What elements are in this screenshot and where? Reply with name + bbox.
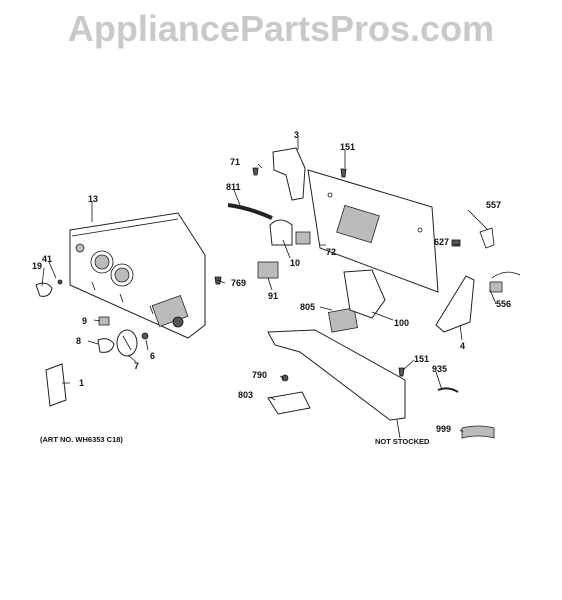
- bracket-part-3: [272, 147, 306, 201]
- callout-13: 13: [88, 194, 98, 204]
- booklet-part-1: [45, 363, 67, 407]
- rear-cover-not-stocked: [267, 329, 406, 421]
- callout-71: 71: [230, 157, 240, 167]
- screw-part-71: [252, 167, 259, 176]
- callout-790: 790: [252, 370, 267, 380]
- callout-935: 935: [432, 364, 447, 374]
- watermark-text: AppliancePartsPros.com: [67, 8, 495, 49]
- callout-7: 7: [134, 361, 139, 371]
- callout-803: 803: [238, 390, 253, 400]
- callout-3: 3: [294, 130, 299, 140]
- part-557: [479, 227, 495, 249]
- part-803: [267, 391, 311, 415]
- end-cap-part-4: [435, 275, 475, 333]
- callout-72: 72: [326, 247, 336, 257]
- callout-41: 41: [42, 254, 52, 264]
- leader-lines: [41, 138, 497, 439]
- timer-part-10: [269, 219, 311, 246]
- part-999: [461, 425, 495, 439]
- control-panel-part-13: [69, 212, 206, 339]
- switch-part-91: [257, 261, 279, 279]
- callout-151-bottom: 151: [414, 354, 429, 364]
- callout-19: 19: [32, 261, 42, 271]
- callout-9: 9: [82, 316, 87, 326]
- callout-91: 91: [268, 291, 278, 301]
- callout-811: 811: [226, 182, 241, 192]
- part-627: [451, 239, 461, 247]
- callout-8: 8: [76, 336, 81, 346]
- part-790: [281, 374, 289, 382]
- screw-part-151-bottom: [398, 367, 405, 377]
- dial-part-7: [116, 329, 138, 357]
- callout-151-top: 151: [340, 142, 355, 152]
- callout-805: 805: [300, 302, 315, 312]
- callout-627: 627: [434, 237, 449, 247]
- not-stocked-label: NOT STOCKED: [375, 437, 430, 446]
- part-100: [343, 269, 386, 319]
- callout-6: 6: [150, 351, 155, 361]
- screw-part-151-top: [340, 168, 347, 178]
- part-556: [489, 271, 521, 293]
- knob-part-19: [35, 279, 63, 297]
- art-number-note: (ART NO. WH6353 C18): [40, 435, 123, 444]
- callout-1: 1: [79, 378, 84, 388]
- callout-4: 4: [460, 341, 465, 351]
- screw-part-6: [141, 332, 149, 340]
- callout-10: 10: [290, 258, 300, 268]
- callout-999: 999: [436, 424, 451, 434]
- callout-556: 556: [496, 299, 511, 309]
- part-935: [437, 387, 459, 393]
- callout-557: 557: [486, 200, 501, 210]
- knob-part-8: [97, 338, 115, 353]
- callout-100: 100: [394, 318, 409, 328]
- clip-part-9: [98, 316, 110, 326]
- callout-769: 769: [231, 278, 246, 288]
- part-805: [327, 307, 359, 333]
- back-panel-part-72: [307, 169, 439, 293]
- harness-part-811: [227, 203, 273, 220]
